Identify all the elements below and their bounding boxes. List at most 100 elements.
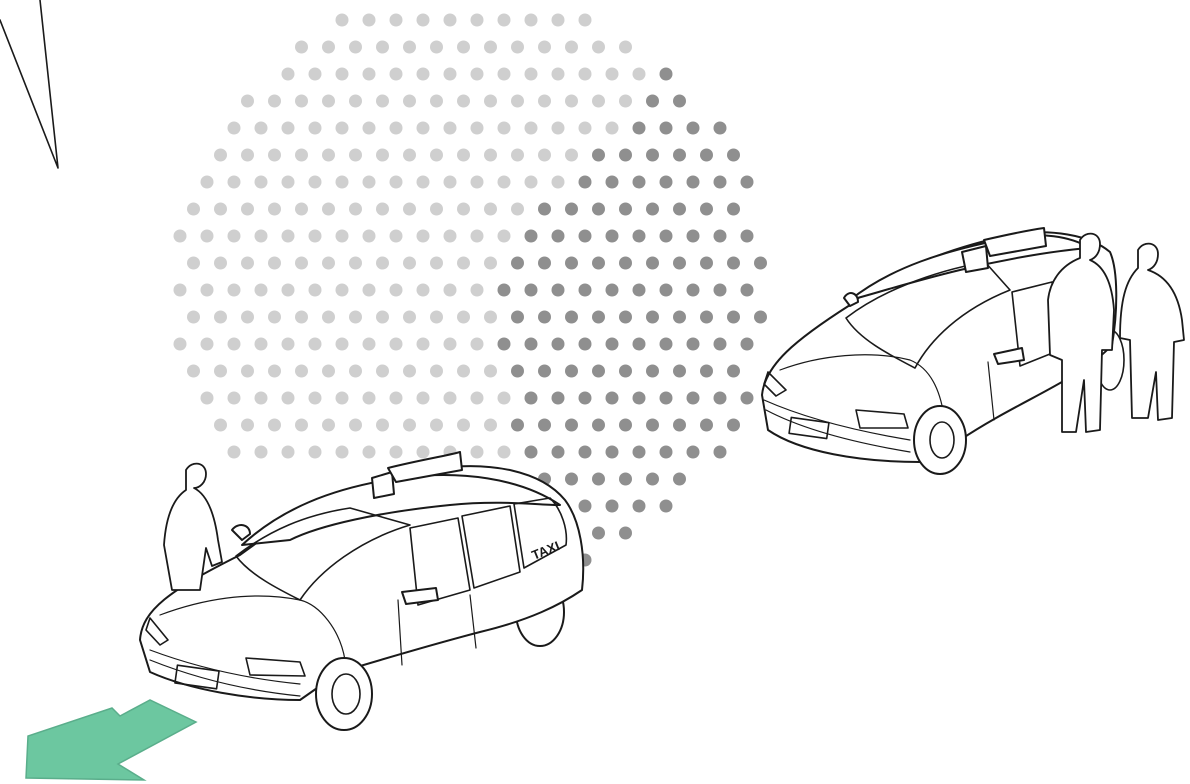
halftone-dot [538,149,551,162]
halftone-dot [660,338,673,351]
halftone-dot [565,95,578,108]
halftone-dot [295,149,308,162]
halftone-dot [444,14,457,27]
halftone-dot [349,311,362,324]
halftone-dot [754,257,767,270]
halftone-dot [687,230,700,243]
halftone-dot [592,527,605,540]
halftone-dot [268,365,281,378]
halftone-dot [268,95,281,108]
halftone-dot [687,176,700,189]
halftone-dot [727,365,740,378]
halftone-dot [525,230,538,243]
halftone-dot [606,284,619,297]
halftone-dot [700,311,713,324]
halftone-dot [592,257,605,270]
halftone-dot [214,257,227,270]
halftone-dot [741,392,754,405]
halftone-dot [471,68,484,81]
halftone-dot [538,41,551,54]
halftone-dot [646,311,659,324]
halftone-dot [363,68,376,81]
halftone-dot [687,392,700,405]
halftone-dot [336,338,349,351]
halftone-dot [444,338,457,351]
halftone-dot [579,500,592,513]
halftone-dot [700,257,713,270]
halftone-dot [417,284,430,297]
halftone-dot [174,284,187,297]
halftone-dot [619,527,632,540]
halftone-dot [660,230,673,243]
halftone-dot [525,446,538,459]
halftone-dot [471,230,484,243]
halftone-dot [700,149,713,162]
halftone-dot [336,176,349,189]
halftone-dot [565,203,578,216]
halftone-dot [349,365,362,378]
halftone-dot [552,230,565,243]
halftone-dot [592,95,605,108]
halftone-dot [417,338,430,351]
halftone-dot [565,419,578,432]
halftone-dot [660,68,673,81]
halftone-dot [673,311,686,324]
halftone-dot [390,68,403,81]
halftone-dot [619,311,632,324]
halftone-dot [687,338,700,351]
halftone-dot [727,257,740,270]
halftone-dot [579,14,592,27]
halftone-dot [579,392,592,405]
halftone-dot [322,419,335,432]
halftone-dot [228,176,241,189]
halftone-dot [309,176,322,189]
halftone-dot [511,149,524,162]
halftone-dot [498,14,511,27]
halftone-dot [565,149,578,162]
halftone-dot [430,149,443,162]
halftone-dot [309,446,322,459]
halftone-dot [336,14,349,27]
halftone-dot [255,122,268,135]
halftone-dot [471,392,484,405]
halftone-dot [714,284,727,297]
halftone-dot [322,41,335,54]
halftone-dot [484,149,497,162]
halftone-dot [673,149,686,162]
halftone-dot [282,68,295,81]
halftone-dot [498,338,511,351]
halftone-dot [579,176,592,189]
halftone-dot [376,311,389,324]
halftone-dot [282,122,295,135]
halftone-dot [700,203,713,216]
halftone-dot [417,14,430,27]
halftone-dot [376,365,389,378]
halftone-dot [525,14,538,27]
halftone-dot [741,176,754,189]
halftone-dot [727,203,740,216]
halftone-dot [511,365,524,378]
halftone-dot [619,203,632,216]
halftone-dot [241,419,254,432]
halftone-dot [592,203,605,216]
halftone-dot [565,257,578,270]
halftone-dot [552,284,565,297]
halftone-dot [201,392,214,405]
halftone-dot [525,284,538,297]
halftone-dot [484,311,497,324]
halftone-dot [363,284,376,297]
halftone-dot [403,257,416,270]
halftone-dot [430,95,443,108]
halftone-dot [174,338,187,351]
halftone-dot [444,68,457,81]
halftone-dot [255,176,268,189]
halftone-dot [322,257,335,270]
halftone-dot [376,203,389,216]
halftone-dot [430,311,443,324]
halftone-dot [390,122,403,135]
halftone-dot [606,230,619,243]
halftone-dot [498,446,511,459]
halftone-dot [336,230,349,243]
halftone-dot [255,230,268,243]
